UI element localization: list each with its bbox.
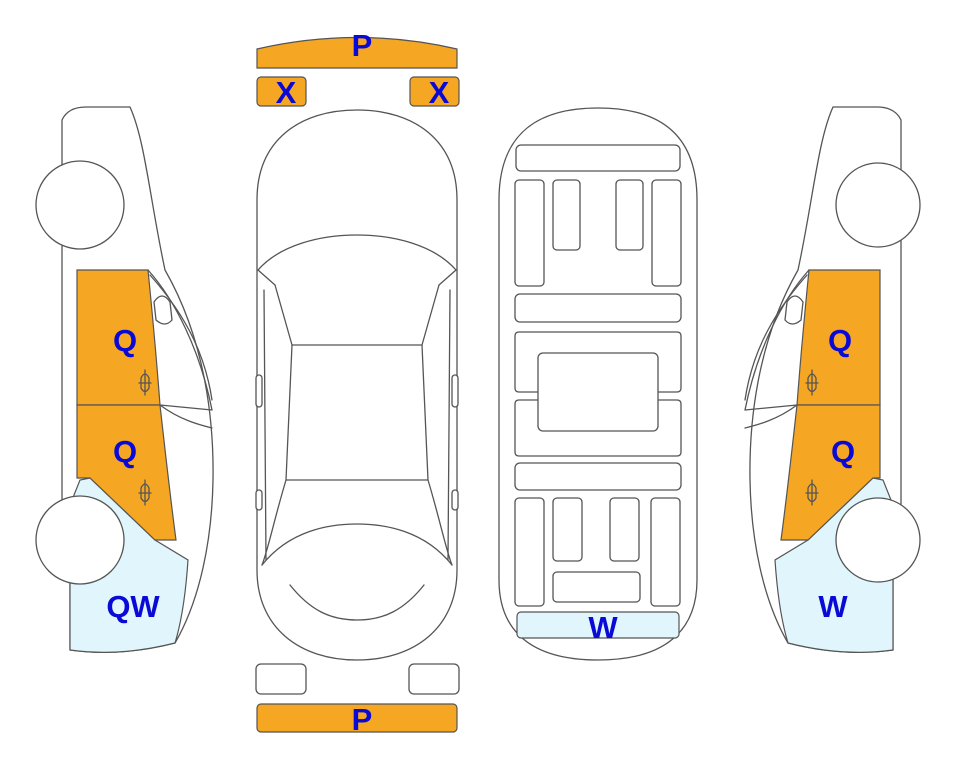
- rear-bumper-label: P: [352, 702, 373, 737]
- right-side-window-line: [744, 269, 810, 429]
- underbody-panel-mid2: [514, 462, 682, 491]
- car-top-left-handle: [255, 489, 263, 511]
- left-front-wheel: [35, 160, 125, 250]
- front-bumper-group: P X X: [256, 28, 460, 110]
- underbody-panel-bl2: [552, 497, 583, 562]
- left-front-door-handle: [138, 369, 152, 396]
- underbody-panel-tl: [514, 179, 545, 287]
- car-underbody-view: W: [498, 107, 698, 661]
- left-side-a-pillar: [149, 274, 213, 401]
- right-side-mirror: [784, 295, 804, 325]
- left-rear-quarter-label: QW: [106, 589, 160, 624]
- right-front-door-label: Q: [828, 323, 852, 358]
- front-bumper-panel[interactable]: [256, 36, 458, 69]
- car-top-right-mirror: [451, 374, 459, 408]
- underbody-panel-tr2: [615, 179, 644, 251]
- underbody-panel-br: [650, 497, 681, 607]
- left-rear-wheel: [35, 495, 125, 585]
- car-top-body[interactable]: [256, 109, 458, 661]
- left-rear-door-handle: [138, 479, 152, 506]
- right-front-door-handle: [805, 369, 819, 396]
- car-top-windshield-line: [257, 234, 457, 271]
- underbody-panel-tr: [651, 179, 682, 287]
- car-top-roof-outline: [285, 344, 429, 481]
- right-rear-door-handle: [805, 479, 819, 506]
- left-side-window-line: [147, 269, 213, 429]
- underbody-panel-bl: [514, 497, 545, 607]
- left-rear-light-panel[interactable]: [255, 663, 307, 695]
- right-front-wheel: [835, 162, 921, 248]
- underbody-panel-mid1: [514, 293, 682, 323]
- underbody-panel-tl2: [552, 179, 581, 251]
- left-front-door-label: Q: [113, 323, 137, 358]
- right-front-light-label: X: [429, 75, 450, 110]
- underbody-panel-center: [537, 352, 659, 432]
- front-bumper-label: P: [352, 28, 373, 63]
- car-top-rear-window: [261, 479, 453, 566]
- left-side-mirror: [153, 295, 173, 325]
- trunk-floor-label: W: [588, 610, 618, 645]
- car-top-view: [255, 109, 459, 661]
- right-rear-wheel: [835, 497, 921, 583]
- car-top-rear-line: [261, 523, 453, 566]
- rear-bumper-panel[interactable]: [256, 703, 458, 733]
- underbody-panel-top: [515, 144, 681, 172]
- right-rear-door-panel[interactable]: [780, 404, 881, 541]
- underbody-panel-br2: [609, 497, 640, 562]
- car-top-left-mirror: [255, 374, 263, 408]
- left-rear-door-panel[interactable]: [76, 404, 177, 541]
- car-top-right-handle: [451, 489, 459, 511]
- left-rear-door-label: Q: [113, 434, 137, 469]
- right-rear-quarter-label: W: [818, 589, 848, 624]
- car-right-side-view: Q Q W: [744, 106, 921, 653]
- left-front-light-label: X: [276, 75, 297, 110]
- car-top-roof: [274, 284, 440, 346]
- car-top-trunk-line: [289, 584, 425, 621]
- underbody-panel-bottom: [552, 571, 641, 603]
- rear-bumper-group: P: [255, 663, 460, 737]
- left-front-light-panel[interactable]: [256, 76, 307, 107]
- trunk-floor-panel[interactable]: [516, 611, 680, 639]
- right-side-a-pillar: [744, 274, 808, 401]
- right-front-light-panel[interactable]: [409, 76, 460, 107]
- right-rear-door-label: Q: [831, 434, 855, 469]
- car-top-left-side: [263, 289, 451, 561]
- car-top-left-pillar: [257, 269, 457, 286]
- car-left-side-view: Q Q QW: [35, 106, 214, 653]
- right-rear-light-panel[interactable]: [408, 663, 460, 695]
